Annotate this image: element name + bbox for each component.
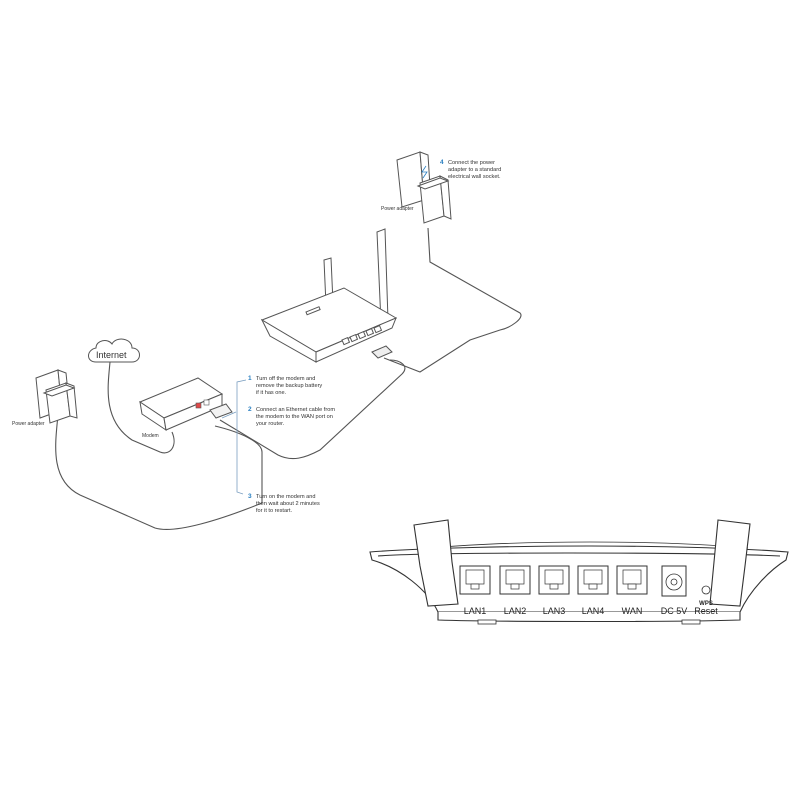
step-2: 2 Connect an Ethernet cable from the mod… [248,406,335,427]
modem-port [203,399,210,406]
step-4-line-1: Connect the power [448,160,495,166]
wps-label: WPS [699,601,713,607]
port-lan2 [499,565,531,595]
router-wan-plug [371,345,393,359]
router [260,228,398,363]
modem-ethernet-plug [209,403,233,419]
modem-port-red [195,402,202,409]
back-panel-top-arc [431,541,749,549]
callout-line [236,379,247,495]
back-antenna-left [413,519,459,607]
port-labels: LAN1 LAN2 LAN3 LAN4 WAN DC 5V WPS Reset [464,601,719,616]
callout-line-2 [221,411,237,419]
back-foot-left [477,619,497,625]
step-4-number: 4 [440,159,444,166]
step-1: 1 Turn off the modem and remove the back… [248,375,322,396]
rj45-ports [459,565,711,597]
router-ports-iso [341,324,383,346]
step-2-line-3: your router. [256,421,285,427]
port-label-lan1: LAN1 [464,606,487,616]
port-label-lan2: LAN2 [504,606,527,616]
step-1-number: 1 [248,375,252,382]
router-led-strip [305,306,321,316]
port-label-lan3: LAN3 [543,606,566,616]
step-3-line-3: for it to restart. [256,508,293,514]
modem-label: Modem [142,433,159,439]
step-1-line-2: remove the backup battery [256,383,322,389]
back-foot-right [681,619,701,625]
step-3-line-2: then wait about 2 minutes [256,501,320,507]
step-3-number: 3 [248,493,252,500]
internet-label: Internet [96,350,127,360]
step-2-number: 2 [248,406,252,413]
port-label-lan4: LAN4 [582,606,605,616]
ethernet-cable [219,359,406,460]
step-3-line-1: Turn on the modem and [256,494,316,500]
internet-cloud: Internet [88,338,140,363]
step-4-line-3: electrical wall socket. [448,174,501,180]
top-power-cable [383,227,522,373]
wps-reset-button [701,585,711,595]
power-adapter-top [416,175,452,224]
port-lan3 [538,565,570,595]
step-2-line-1: Connect an Ethernet cable from [256,407,335,413]
port-lan4 [577,565,609,595]
back-antenna-right [709,519,751,607]
step-4: 4 Connect the power adapter to a standar… [440,159,501,180]
port-lan1 [459,565,491,595]
power-adapter-left [42,382,78,424]
modem [138,377,233,432]
power-adapter-left-label: Power adapter [12,421,45,427]
back-panel-base [437,612,741,623]
step-2-line-2: the modem to the WAN port on [256,414,333,420]
step-4-line-2: adapter to a standard [448,167,501,173]
internet-cable [107,361,175,454]
port-label-wan: WAN [622,606,643,616]
power-adapter-top-label: Power adapter [381,206,414,212]
dc-label: DC 5V [661,606,688,616]
port-wan [616,565,648,595]
dc-power-jack [661,565,687,597]
power-icon-lightning [421,165,428,179]
step-1-line-3: if it has one. [256,390,287,396]
step-3: 3 Turn on the modem and then wait about … [248,493,320,514]
step-1-line-1: Turn off the modem and [256,376,315,382]
cables [55,227,522,530]
left-power-cable [55,414,263,530]
reset-label: Reset [694,606,718,616]
